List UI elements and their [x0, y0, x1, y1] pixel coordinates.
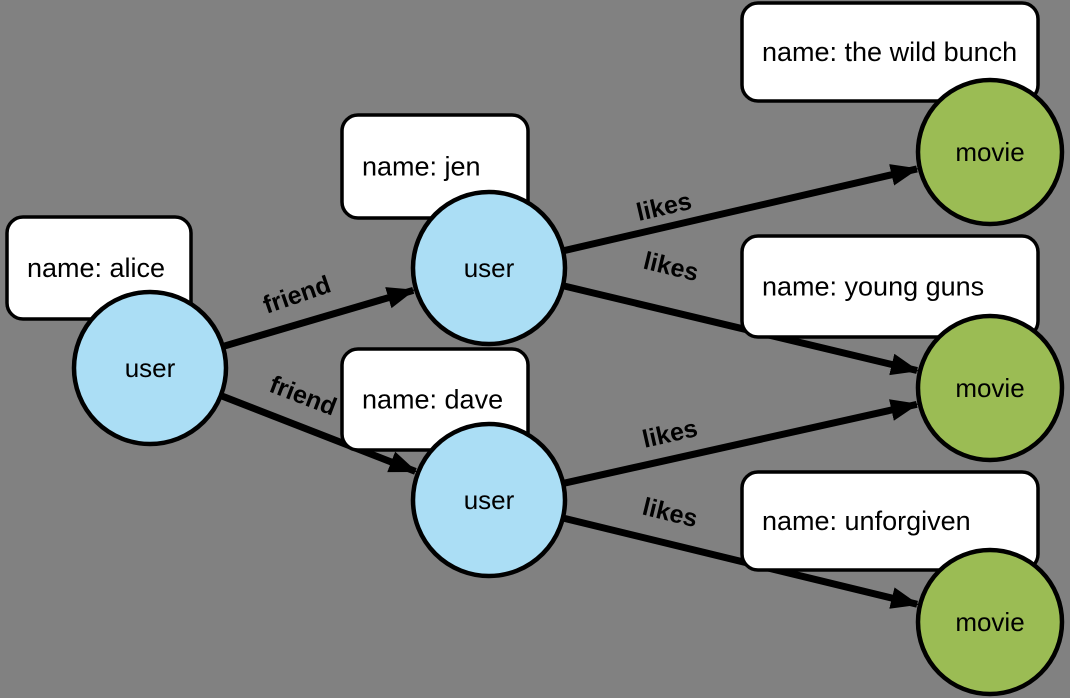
property-box-unforgiven: [740, 470, 1040, 572]
property-text-jen: name: jen: [362, 152, 481, 182]
property-text-alice: name: alice: [27, 253, 165, 283]
node-circle-dave: [410, 421, 568, 579]
node-label-unforgiven: movie: [955, 607, 1024, 637]
property-text-youngguns: name: young guns: [762, 272, 984, 302]
property-text-dave: name: dave: [362, 385, 503, 415]
node-circle-unforgiven: [915, 547, 1065, 697]
node-label-jen: user: [464, 253, 515, 283]
node-circle-youngguns: [915, 313, 1065, 463]
node-circle-alice: [71, 289, 229, 447]
edge-label-jen-youngguns: likes: [641, 247, 702, 287]
node-label-alice: user: [125, 353, 176, 383]
node-circle-jen: [410, 189, 568, 347]
edge-label-alice-jen: friend: [260, 270, 335, 319]
nodes-layer: user user user movie movie movie: [71, 77, 1065, 697]
node-circle-wildbunch: [915, 77, 1065, 227]
property-text-unforgiven: name: unforgiven: [762, 506, 971, 536]
node-label-wildbunch: movie: [955, 137, 1024, 167]
edge-label-dave-unforgiven: likes: [640, 493, 701, 533]
edge-label-dave-youngguns: likes: [640, 414, 700, 453]
node-label-dave: user: [464, 485, 515, 515]
property-text-wildbunch: name: the wild bunch: [762, 37, 1017, 67]
property-box-wildbunch: [740, 1, 1040, 103]
node-label-youngguns: movie: [955, 373, 1024, 403]
property-box-youngguns: [740, 234, 1040, 339]
